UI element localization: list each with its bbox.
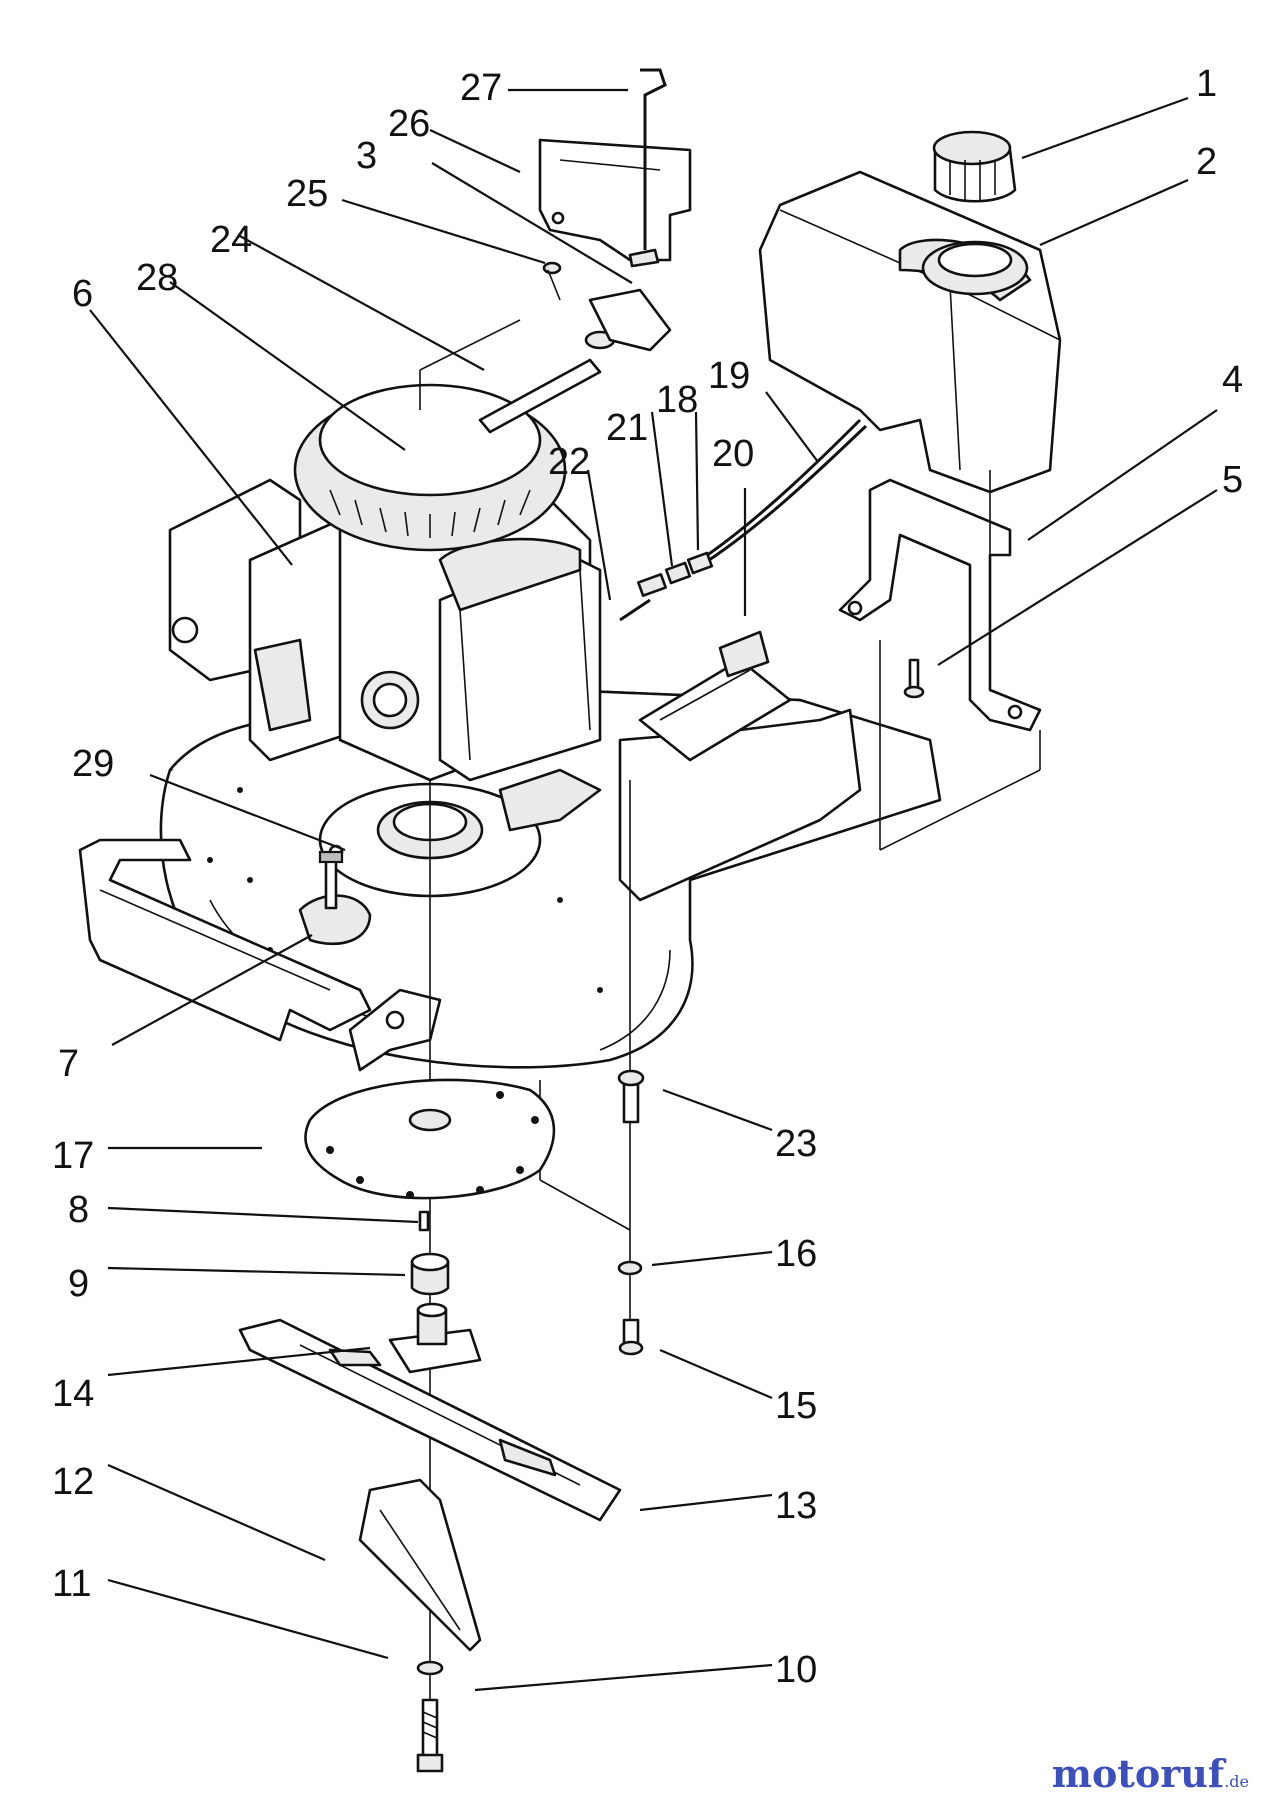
callout-4: 4 — [1222, 359, 1243, 401]
bolt-23 — [617, 1069, 645, 1124]
callout-25: 25 — [286, 173, 328, 215]
callout-12: 12 — [52, 1461, 94, 1503]
watermark-tld: .de — [1224, 1772, 1249, 1791]
callout-17: 17 — [52, 1135, 94, 1177]
callout-6: 6 — [72, 273, 93, 315]
callout-14: 14 — [52, 1373, 94, 1415]
control-shaft-24 — [478, 288, 672, 434]
callout-20: 20 — [712, 433, 754, 475]
callout-27: 27 — [460, 67, 502, 109]
rear-handle-bracket — [78, 838, 372, 1042]
spacer-9 — [410, 1252, 450, 1296]
callout-1: 1 — [1196, 63, 1217, 105]
callout-2: 2 — [1196, 141, 1217, 183]
callout-19: 19 — [708, 355, 750, 397]
key-8 — [418, 1210, 430, 1232]
screw-25 — [542, 261, 562, 301]
tank-bracket-4 — [838, 478, 1042, 732]
blade-adapter-14 — [388, 1302, 482, 1374]
site-watermark: motoruf.de — [1052, 1751, 1249, 1796]
callout-10: 10 — [775, 1649, 817, 1691]
screw-5 — [903, 658, 925, 699]
right-rear-frame — [618, 658, 862, 902]
decal-20 — [718, 630, 770, 678]
callout-16: 16 — [775, 1233, 817, 1275]
callout-9: 9 — [68, 1263, 89, 1305]
baffle-plate-17 — [304, 1078, 556, 1200]
fuel-cap-1 — [932, 130, 1017, 203]
fuel-tank-2 — [758, 170, 1062, 494]
blade-stiffener-12 — [358, 1478, 482, 1652]
callout-7: 7 — [58, 1043, 79, 1085]
callout-18: 18 — [656, 379, 698, 421]
deck-bolt-7 — [298, 850, 372, 946]
blade-13 — [238, 1318, 622, 1522]
bolt-15 — [618, 1318, 644, 1356]
blade-bolt-10 — [416, 1698, 444, 1773]
callout-29: 29 — [72, 743, 114, 785]
callout-labels: 1 2 3 4 5 6 7 8 9 10 11 12 13 14 15 16 1… — [52, 63, 1243, 1691]
callout-23: 23 — [775, 1123, 817, 1165]
callout-5: 5 — [1222, 459, 1243, 501]
callout-15: 15 — [775, 1385, 817, 1427]
watermark-brand: motoruf — [1051, 1751, 1225, 1796]
callout-3: 3 — [356, 135, 377, 177]
washer-16 — [617, 1260, 643, 1276]
callout-11: 11 — [52, 1563, 91, 1605]
callout-26: 26 — [388, 103, 430, 145]
callout-8: 8 — [68, 1189, 89, 1231]
fuel-line-assembly — [619, 418, 868, 622]
callout-24: 24 — [210, 219, 252, 261]
leader-lines — [89, 88, 1218, 1692]
callout-13: 13 — [775, 1485, 817, 1527]
starter-cover-28 — [293, 383, 567, 552]
callout-22: 22 — [548, 441, 590, 483]
washer-11 — [416, 1660, 444, 1676]
control-rod-27 — [628, 68, 667, 268]
callout-21: 21 — [606, 407, 648, 449]
callout-28: 28 — [136, 257, 178, 299]
